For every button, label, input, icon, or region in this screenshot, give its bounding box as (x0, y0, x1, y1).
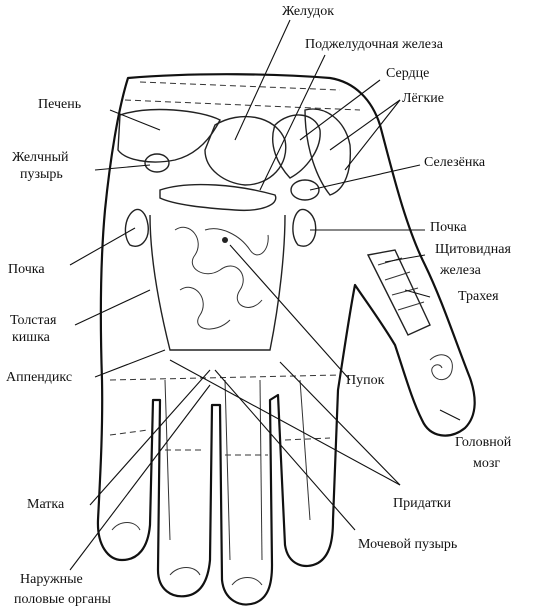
label-appendix: Аппендикс (6, 370, 72, 386)
finger-bone (225, 380, 230, 560)
trachea-shape (368, 250, 430, 335)
palm-crease (110, 375, 340, 380)
label-colon-line1: Толстая (10, 313, 56, 329)
leader-line (95, 350, 165, 377)
leader-line (235, 20, 290, 140)
label-liver: Печень (38, 97, 81, 113)
label-gallbladder-line2: пузырь (20, 167, 63, 183)
wrist-line (125, 100, 360, 110)
label-stomach: Желудок (282, 4, 334, 20)
label-colon-line2: кишка (12, 330, 50, 346)
finger-bone (165, 380, 170, 540)
fingertip-detail (112, 523, 262, 586)
label-lungs: Лёгкие (402, 91, 444, 107)
label-uterus: Матка (27, 497, 64, 513)
leader-line (95, 165, 150, 170)
leader-line (75, 290, 150, 325)
leader-line (385, 255, 425, 262)
finger-crease (110, 430, 148, 435)
label-bladder: Мочевой пузырь (358, 537, 457, 553)
leader-line (230, 245, 350, 380)
finger-bone (260, 380, 262, 560)
pancreas-shape (160, 185, 276, 211)
intestine-loops (175, 227, 268, 329)
finger-crease (285, 438, 330, 440)
leader-line (330, 100, 400, 150)
label-gallbladder-line1: Желчный (12, 150, 68, 166)
label-genitals-line2: половые органы (14, 592, 111, 608)
label-trachea: Трахея (458, 289, 499, 305)
label-brain-line2: мозг (473, 456, 500, 472)
label-pancreas: Поджелудочная железа (305, 37, 443, 53)
label-spleen: Селезёнка (424, 155, 485, 171)
brain-swirl (430, 355, 452, 380)
kidney-left-shape (125, 210, 148, 247)
leader-line (70, 385, 210, 570)
kidney-right-shape (293, 210, 316, 247)
leader-line (345, 100, 400, 170)
label-adnexa: Придатки (393, 496, 451, 512)
colon-shape (150, 215, 285, 350)
leader-line (440, 410, 460, 420)
label-thyroid-line2: железа (440, 263, 481, 279)
label-brain-line1: Головной (455, 435, 511, 451)
leader-line (405, 290, 430, 297)
leader-line (215, 370, 355, 530)
label-kidney-right: Почка (430, 220, 467, 236)
leader-line (310, 165, 420, 190)
spleen-shape (291, 180, 319, 200)
label-kidney-left: Почка (8, 262, 45, 278)
label-navel: Пупок (346, 373, 384, 389)
navel-mark (222, 237, 228, 243)
gallbladder-shape (145, 154, 169, 172)
label-thyroid-line1: Щитовидная (435, 242, 511, 258)
thyroid-shape (378, 258, 424, 310)
label-genitals-line1: Наружные (20, 572, 83, 588)
finger-bone (300, 380, 310, 520)
label-heart: Сердце (386, 66, 429, 82)
